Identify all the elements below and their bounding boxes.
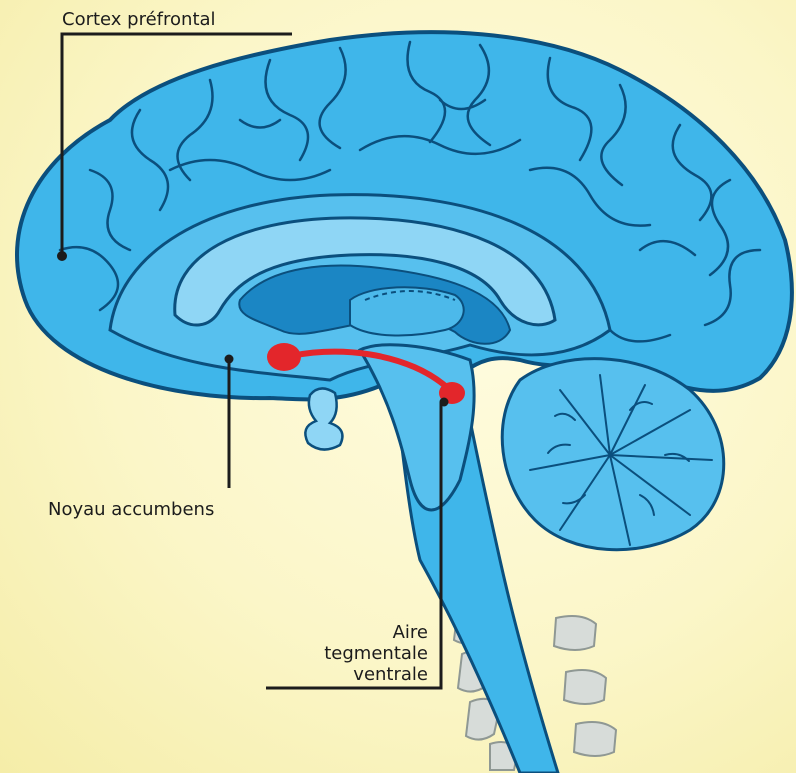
thalamus	[350, 287, 464, 335]
vertebra-7	[574, 722, 616, 756]
label-vta-line1: Aire	[393, 622, 428, 643]
label-vta-line3: ventrale	[353, 664, 428, 685]
label-prefrontal-cortex: Cortex préfrontal	[62, 9, 216, 30]
prefrontal-dot	[57, 251, 67, 261]
label-vta-line2: tegmentale	[324, 643, 428, 664]
vta-dot	[440, 398, 449, 407]
pituitary	[305, 388, 342, 449]
accumbens-dot	[225, 355, 234, 364]
nucleus-accumbens-marker	[267, 343, 301, 371]
label-nucleus-accumbens: Noyau accumbens	[48, 499, 214, 520]
vertebra-6	[564, 670, 606, 704]
vertebra-5	[554, 616, 596, 650]
